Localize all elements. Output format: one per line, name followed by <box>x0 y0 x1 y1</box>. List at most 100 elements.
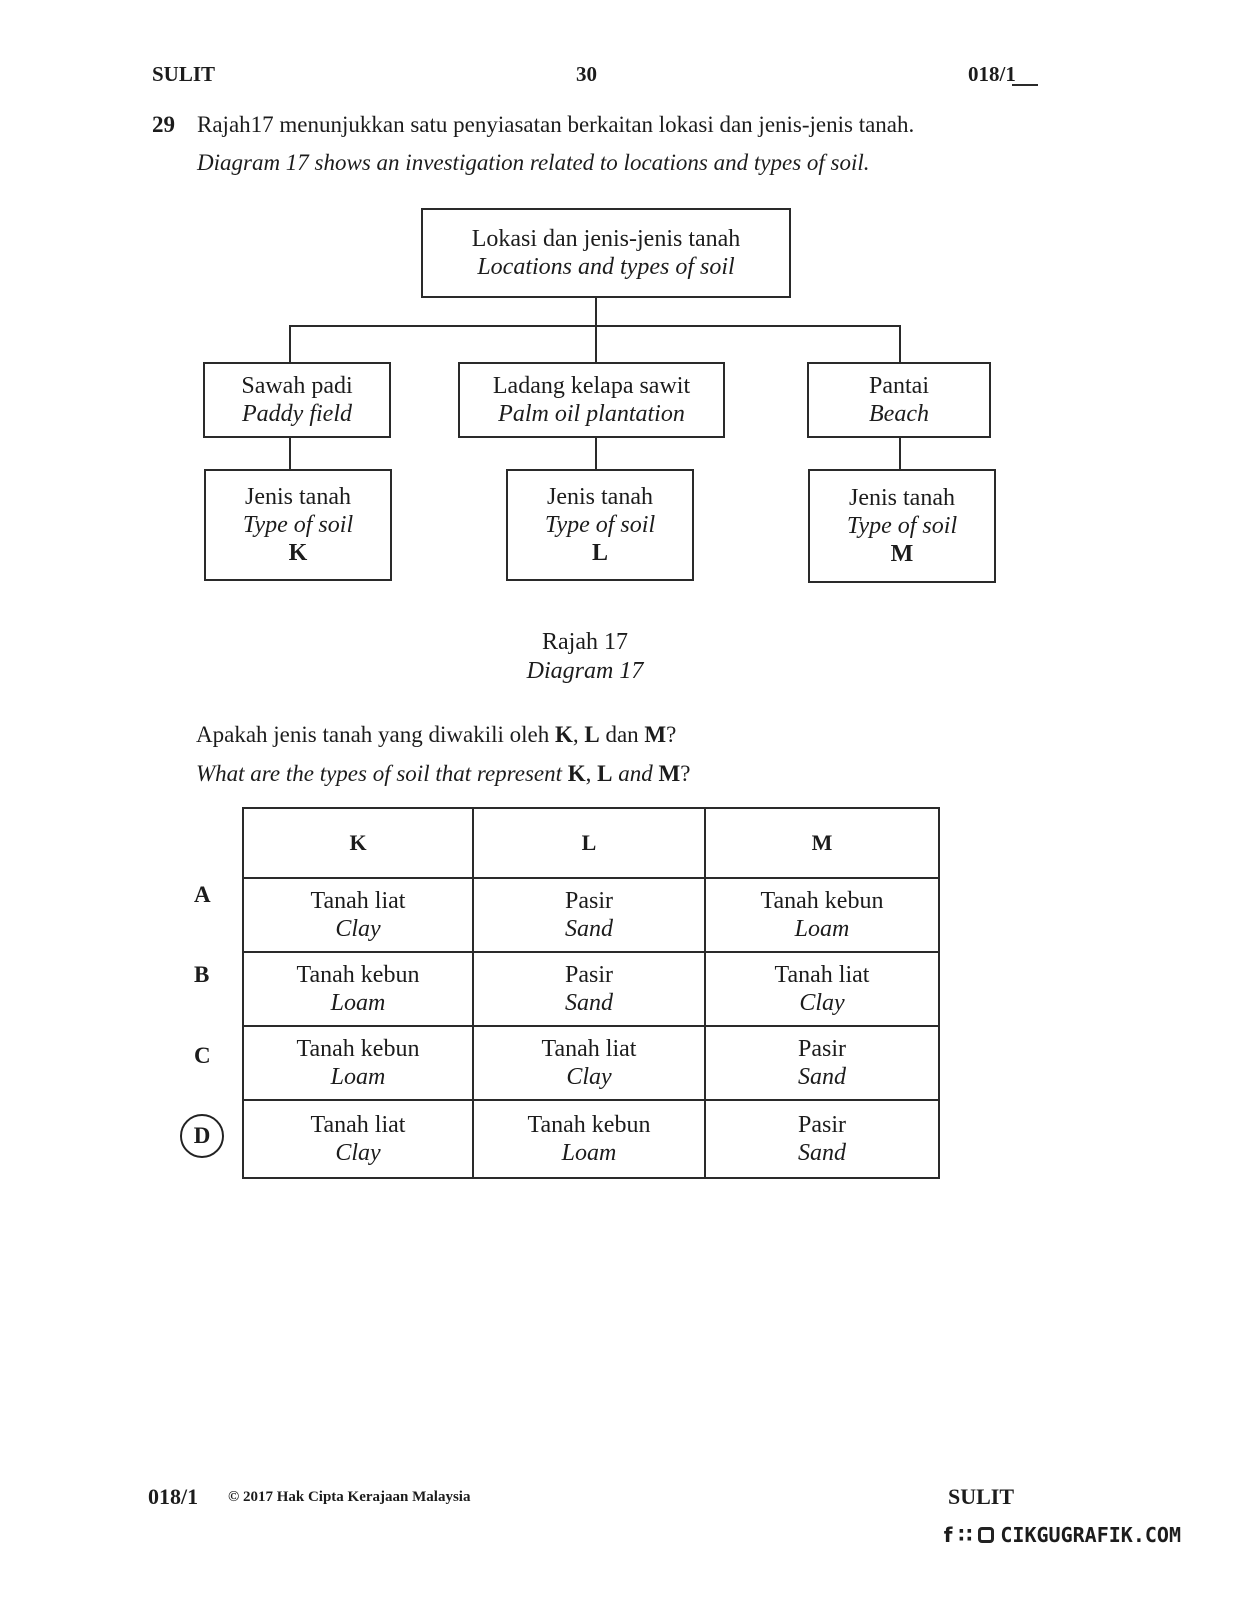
prompt-en-end: ? <box>680 761 691 786</box>
social-watermark: f ∷ CIKGUGRAFIK.COM <box>944 1523 1181 1547</box>
question-text-ms: Rajah17 menunjukkan satu penyiasatan ber… <box>197 112 915 137</box>
cell-ms: Pasir <box>565 962 613 988</box>
location-box-beach: Pantai Beach <box>807 362 991 438</box>
column-header-l: L <box>472 807 706 879</box>
prompt-en-sep: , <box>585 761 598 786</box>
cell-en: Clay <box>799 990 845 1016</box>
connector-soil-k <box>289 438 291 470</box>
cell-en: Clay <box>566 1064 612 1090</box>
prompt-ms-sep: , <box>572 722 585 747</box>
soil-box-m: Jenis tanah Type of soil M <box>808 469 996 583</box>
table-header-row: K L M <box>242 807 940 879</box>
cell-ms: Tanah kebun <box>296 962 420 988</box>
cell-ms: Tanah liat <box>541 1036 637 1062</box>
header-sulit: SULIT <box>152 62 216 86</box>
location-box-palm-oil: Ladang kelapa sawit Palm oil plantation <box>458 362 725 438</box>
caption-en: Diagram 17 <box>526 658 644 684</box>
prompt-ms-l: L <box>584 722 600 747</box>
location-box-paddy: Sawah padi Paddy field <box>203 362 391 438</box>
cell-ms: Pasir <box>798 1112 846 1138</box>
prompt-en-m: M <box>658 761 681 786</box>
prompt-en-and: and <box>612 761 659 786</box>
page-number: 30 <box>576 62 597 86</box>
cell-en: Sand <box>565 990 613 1016</box>
rss-icon: ∷ <box>958 1523 973 1547</box>
location-label-ms: Ladang kelapa sawit <box>492 373 691 399</box>
cell-en: Loam <box>330 990 386 1016</box>
location-label-ms: Pantai <box>869 373 929 399</box>
question-text-en: Diagram 17 shows an investigation relate… <box>197 150 870 175</box>
location-label-ms: Sawah padi <box>241 373 353 399</box>
soil-letter-k: K <box>288 540 308 566</box>
soil-letter-m: M <box>890 541 914 567</box>
cell-en: Clay <box>335 916 381 942</box>
option-c[interactable]: C <box>194 1043 211 1068</box>
paper-code: 018/1 <box>968 62 1016 86</box>
soil-letter-l: L <box>591 540 608 566</box>
soil-label-en: Type of soil <box>544 512 656 538</box>
diagram-caption: Rajah 17 Diagram 17 <box>485 628 685 686</box>
prompt-en-l: L <box>597 761 613 786</box>
prompt-ms-m: M <box>644 722 667 747</box>
connector-middle-down <box>595 325 597 363</box>
site-name: CIKGUGRAFIK.COM <box>1000 1523 1181 1547</box>
caption-ms: Rajah 17 <box>542 629 628 655</box>
footer-sulit: SULIT <box>948 1484 1015 1509</box>
footer-copyright: © 2017 Hak Cipta Kerajaan Malaysia <box>228 1489 471 1505</box>
cell-ms: Pasir <box>798 1036 846 1062</box>
facebook-icon: f <box>943 1523 953 1547</box>
soil-box-l: Jenis tanah Type of soil L <box>506 469 694 581</box>
prompt-en: What are the types of soil that represen… <box>196 761 690 787</box>
prompt-ms-text: Apakah jenis tanah yang diwakili oleh <box>196 722 555 747</box>
cell-en: Loam <box>561 1140 617 1166</box>
prompt-ms: Apakah jenis tanah yang diwakili oleh K,… <box>196 722 676 748</box>
cell-ms: Pasir <box>565 888 613 914</box>
soil-label-ms: Jenis tanah <box>245 484 351 510</box>
soil-box-k: Jenis tanah Type of soil K <box>204 469 392 581</box>
prompt-ms-end: ? <box>666 722 677 747</box>
connector-soil-m <box>899 438 901 470</box>
prompt-en-text: What are the types of soil that represen… <box>196 761 568 786</box>
connector-left-down <box>289 325 291 363</box>
column-header-k: K <box>242 807 474 879</box>
root-label-ms: Lokasi dan jenis-jenis tanah <box>471 226 741 252</box>
cell-ms: Tanah kebun <box>527 1112 651 1138</box>
prompt-ms-k: K <box>554 722 573 747</box>
soil-label-en: Type of soil <box>846 513 958 539</box>
cell-en: Sand <box>798 1140 846 1166</box>
column-header-m: M <box>704 807 940 879</box>
connector-soil-l <box>595 438 597 470</box>
soil-label-en: Type of soil <box>242 512 354 538</box>
instagram-icon <box>978 1527 995 1543</box>
option-d-circled[interactable]: D <box>180 1114 224 1158</box>
location-label-en: Beach <box>869 401 929 427</box>
cell-en: Loam <box>794 916 850 942</box>
cell-en: Sand <box>565 916 613 942</box>
cell-ms: Tanah kebun <box>296 1036 420 1062</box>
cell-en: Clay <box>335 1140 381 1166</box>
prompt-en-k: K <box>567 761 586 786</box>
location-label-en: Palm oil plantation <box>498 401 685 427</box>
cell-en: Loam <box>330 1064 386 1090</box>
location-label-en: Paddy field <box>242 401 352 427</box>
cell-en: Sand <box>798 1064 846 1090</box>
option-b[interactable]: B <box>194 962 210 987</box>
footer-code: 018/1 <box>148 1484 199 1509</box>
question-number: 29 <box>152 112 175 137</box>
connector-right-down <box>899 325 901 363</box>
option-a[interactable]: A <box>194 882 211 907</box>
